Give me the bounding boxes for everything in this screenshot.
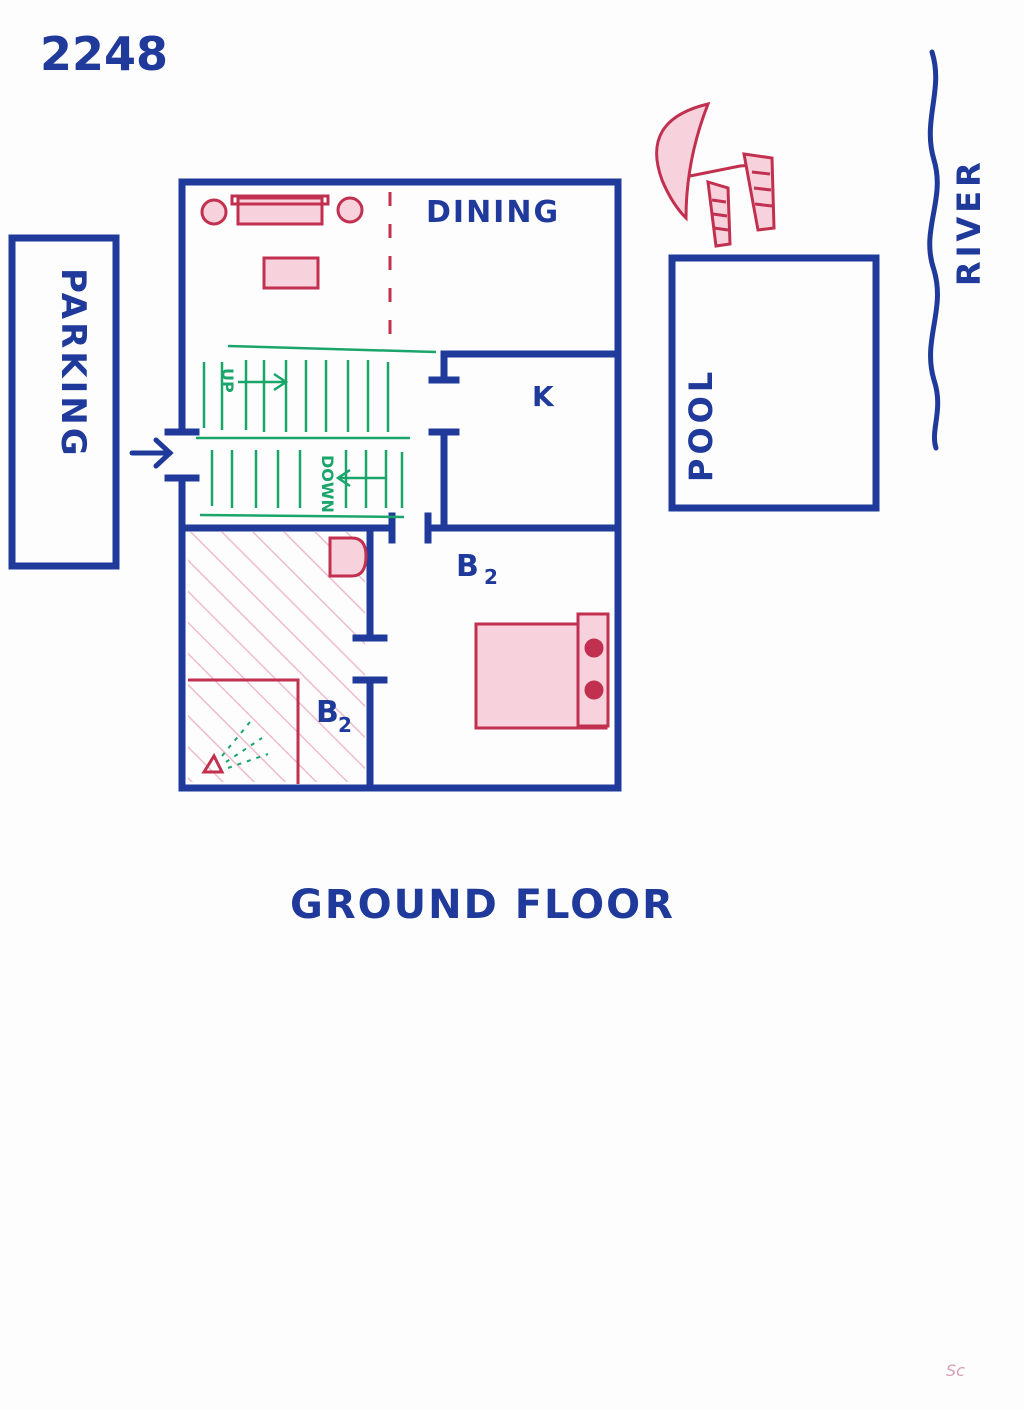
armchair-right	[336, 196, 364, 224]
parasol-loungers-icon	[655, 101, 776, 248]
parking-label: PARKING	[53, 268, 93, 459]
dining-label: DINING	[426, 195, 560, 230]
toilet	[328, 536, 368, 578]
bedroom-label-sub: 2	[484, 565, 498, 589]
river-line	[927, 49, 941, 451]
kitchen-label: K	[532, 380, 555, 413]
living-room-furniture	[200, 194, 364, 290]
sheet-number: 2248	[40, 27, 168, 81]
shower-enclosure	[188, 678, 300, 784]
river-label: RIVER	[950, 158, 988, 286]
house-walls	[164, 178, 622, 792]
bathroom-fixtures	[188, 536, 368, 784]
bath-label: B	[316, 695, 339, 730]
signature: Sc	[946, 1361, 965, 1380]
floor-title: GROUND FLOOR	[290, 882, 675, 928]
pool-area	[668, 254, 880, 512]
entrance-arrow-icon	[129, 437, 174, 469]
parking-area	[8, 234, 120, 570]
armchair-left	[200, 198, 228, 226]
shower-head-icon	[201, 752, 225, 774]
double-bed	[474, 612, 610, 730]
bedroom-label: B	[456, 549, 479, 584]
stairs-down-label: DOWN	[318, 455, 337, 513]
staircase	[196, 344, 437, 519]
shower-spray-icon	[221, 721, 269, 769]
stairs-up-label: UP	[218, 368, 237, 393]
pool-label: POOL	[682, 368, 720, 482]
bath-label-sub: 2	[338, 713, 352, 737]
coffee-table	[262, 256, 320, 290]
sofa	[236, 196, 324, 226]
